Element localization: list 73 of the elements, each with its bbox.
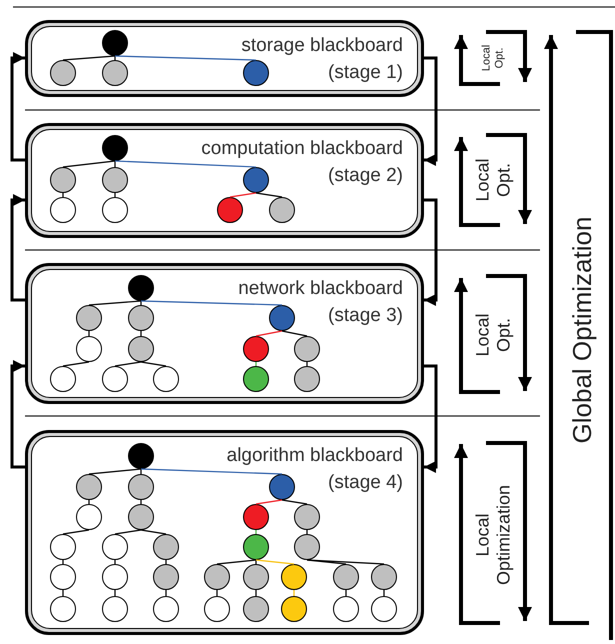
tree-branch: [216, 590, 218, 596]
tree-branch: [255, 590, 257, 596]
tree-branch: [140, 529, 166, 535]
tree-branch: [306, 530, 308, 534]
tree-branch: [114, 193, 116, 197]
tree-branch: [140, 468, 282, 475]
tree-branch: [256, 499, 282, 505]
tree-branch: [114, 529, 142, 535]
tree-branch: [114, 55, 256, 61]
tree-branch: [140, 301, 142, 305]
tree-branch: [293, 590, 295, 596]
tree-branch: [256, 330, 282, 337]
panel-title: algorithm blackboard: [226, 444, 403, 468]
blackboard-panel: [25, 20, 424, 97]
local-optimization-label: Local Optimization: [472, 484, 514, 588]
tree-branch: [140, 500, 142, 504]
tree-branch: [62, 55, 116, 61]
tree-branch: [230, 192, 256, 198]
tree-branch: [114, 590, 116, 596]
panel-title: network blackboard: [238, 277, 403, 301]
tree-branch: [165, 590, 167, 596]
tree-branch: [165, 560, 167, 564]
tree-branch: [216, 559, 256, 565]
stage-label: (stage 2): [328, 164, 403, 188]
tree-branch: [140, 331, 142, 336]
tree-branch: [306, 362, 308, 366]
tree-branch: [140, 361, 166, 367]
blackboard-panel: [25, 430, 424, 635]
tree-branch: [256, 192, 282, 198]
tree-branch: [88, 331, 90, 336]
connector-arrow: [10, 194, 25, 302]
tree-branch: [140, 300, 282, 306]
tree-branch: [256, 559, 294, 565]
tree-branch: [306, 559, 384, 565]
connector-arrow: [424, 198, 438, 306]
tree-branch: [62, 193, 64, 197]
tree-branch: [88, 300, 142, 306]
tree-branch: [62, 529, 90, 535]
local-optimization-label: Local Opt.: [472, 312, 514, 359]
stage-label: (stage 3): [328, 304, 403, 328]
tree-branch: [306, 559, 346, 565]
tree-branch: [62, 590, 64, 596]
tree-branch: [345, 590, 347, 596]
tree-branch: [62, 361, 90, 367]
panel-title: storage blackboard: [241, 34, 403, 58]
tree-branch: [255, 530, 257, 534]
tree-branch: [62, 560, 64, 564]
tree-branch: [383, 590, 385, 596]
connector-arrow: [424, 56, 438, 166]
tree-branch: [114, 560, 116, 564]
tree-branch: [282, 499, 308, 505]
tree-branch: [114, 161, 116, 167]
panel-title: computation blackboard: [201, 137, 403, 161]
tree-branch: [62, 160, 116, 168]
stage-label: (stage 4): [328, 471, 403, 495]
local-optimization-label: Local Opt.: [472, 157, 514, 204]
tree-branch: [114, 56, 116, 60]
tree-branch: [140, 469, 142, 474]
global-optimization-label: Global Optimization: [568, 216, 598, 446]
tree-branch: [255, 362, 257, 366]
blackboard-panel: [25, 263, 424, 404]
connector-arrow: [424, 364, 438, 473]
stage-label: (stage 1): [328, 61, 403, 85]
tree-branch: [282, 330, 308, 337]
tree-branch: [255, 560, 257, 564]
local-optimization-label: Local Opt.: [480, 44, 506, 74]
tree-branch: [114, 160, 256, 168]
connector-arrow: [10, 360, 25, 468]
connector-arrow: [10, 52, 25, 162]
tree-branch: [88, 500, 90, 504]
tree-branch: [88, 468, 142, 475]
tree-branch: [114, 361, 142, 367]
blackboard-panel: [25, 123, 424, 238]
